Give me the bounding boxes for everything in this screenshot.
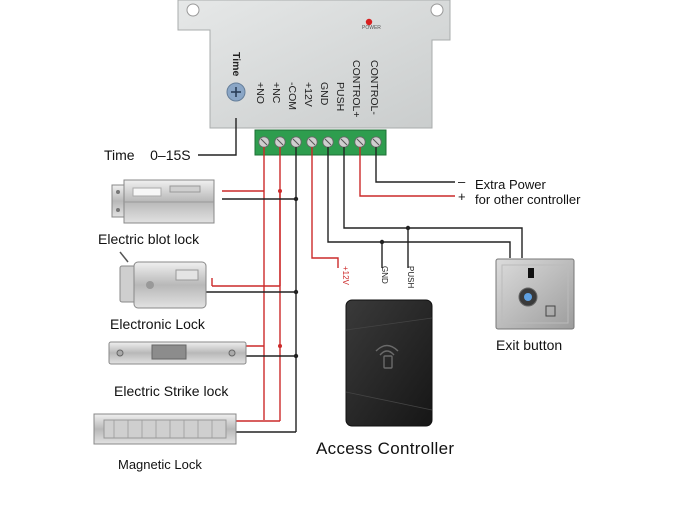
electric-strike-lock-label: Electric Strike lock bbox=[114, 383, 229, 399]
extra-power-label-1: Extra Power bbox=[475, 177, 546, 192]
mounting-hole-left bbox=[186, 3, 200, 17]
access-controller-label: Access Controller bbox=[316, 439, 455, 458]
time-range-label: Time 0–15S bbox=[104, 147, 191, 163]
electronic-lock-label: Electronic Lock bbox=[110, 316, 205, 332]
magnetic-lock-image bbox=[93, 413, 237, 445]
terminal-label-control-plus: CONTROL+ bbox=[350, 60, 362, 118]
terminal-label-push: PUSH bbox=[334, 82, 346, 112]
relay-module bbox=[177, 0, 451, 156]
terminal-label-no: +NO bbox=[254, 82, 266, 104]
exit-button-label: Exit button bbox=[496, 337, 563, 353]
terminal-label-12v: +12V bbox=[302, 82, 314, 107]
time-knob-label: Time bbox=[230, 52, 242, 77]
extra-power-label-2: for other controller bbox=[475, 192, 581, 207]
wires bbox=[198, 118, 523, 433]
rfid-symbol-icon bbox=[375, 344, 399, 369]
electric-bolt-lock-image bbox=[111, 179, 215, 224]
power-led bbox=[365, 18, 373, 26]
access-controller-image bbox=[345, 299, 433, 427]
wire-label-push: PUSH bbox=[406, 266, 415, 289]
electronic-lock-image bbox=[119, 251, 207, 309]
extra-power-plus: + bbox=[458, 189, 466, 204]
terminal-label-gnd: GND bbox=[318, 82, 330, 106]
wire-label-12v: +12V bbox=[341, 266, 350, 285]
electric-strike-lock-image bbox=[108, 341, 247, 365]
terminal-label-control-minus: CONTROL- bbox=[368, 60, 380, 115]
wire-label-gnd: GND bbox=[380, 266, 389, 284]
electric-bolt-lock-label: Electric blot lock bbox=[98, 231, 200, 247]
terminal-label-nc: +NC bbox=[270, 82, 282, 104]
power-label: POWER bbox=[362, 25, 381, 31]
mounting-hole-right bbox=[430, 3, 444, 17]
exit-button-image bbox=[495, 258, 575, 330]
extra-power-minus: – bbox=[458, 174, 466, 189]
magnetic-lock-label: Magnetic Lock bbox=[118, 457, 202, 472]
terminal-label-com: -COM bbox=[286, 82, 298, 110]
